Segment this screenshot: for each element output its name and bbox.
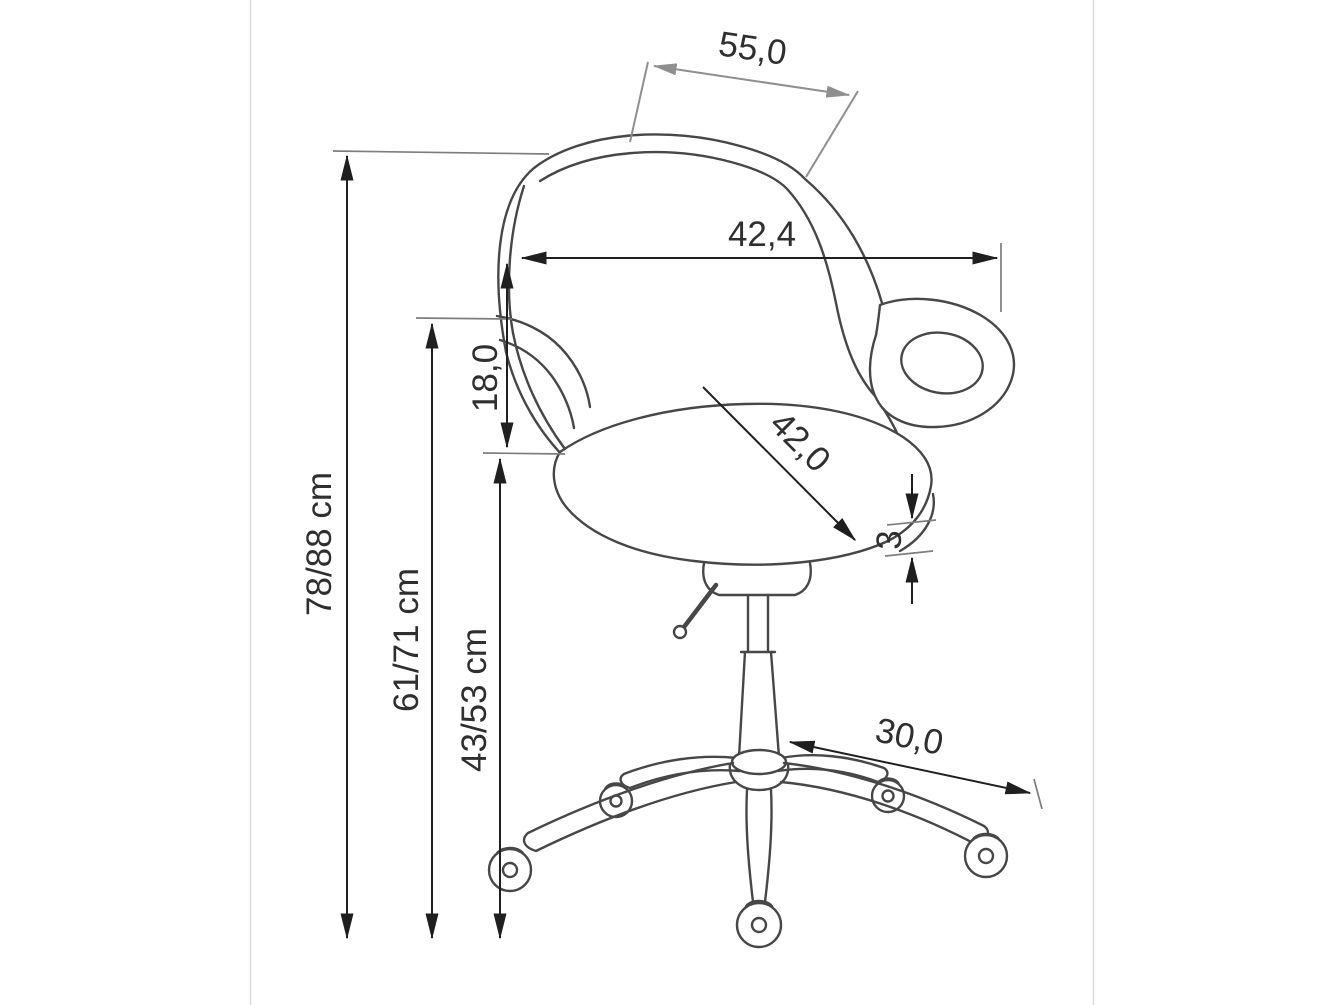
left-armrest <box>495 314 592 430</box>
dim-backrest-top-depth-arrow <box>652 63 851 98</box>
ext-top-depth-left <box>629 61 649 143</box>
ext-overall-height-top <box>332 150 550 155</box>
dim-label-seat-height: 43/53 cm <box>455 628 494 772</box>
front-leg <box>745 788 773 904</box>
dim-label-backrest-top-depth: 55,0 <box>716 24 789 73</box>
extension-lines <box>332 61 1043 810</box>
left-armrest-bottom-curve <box>498 338 576 430</box>
ext-seat-thickness-bottom <box>884 550 934 557</box>
tilt-lever <box>681 582 719 630</box>
dim-seat-depth-arrow <box>702 386 857 542</box>
left-leg <box>522 761 738 853</box>
ext-top-depth-right <box>805 90 859 178</box>
ext-armrest-height-top <box>415 317 513 320</box>
ext-seat-thickness-top <box>886 519 937 526</box>
tilt-lever-knob <box>672 624 688 640</box>
right-armrest-inner-opening <box>900 331 984 395</box>
rear-left-caster <box>598 782 634 819</box>
right-caster-hub <box>977 847 995 865</box>
backrest-left-lower-edge <box>511 331 567 451</box>
dim-seat-thickness: 3 <box>870 474 919 604</box>
dim-label-overall-height: 78/88 cm <box>300 472 339 616</box>
right-caster <box>963 832 1009 879</box>
backrest-left-inner-edge <box>507 184 526 335</box>
dim-label-backrest-to-seat: 18,0 <box>466 344 505 412</box>
dim-seat-height: 43/53 cm <box>455 457 507 940</box>
backrest-inner-edge <box>538 150 877 398</box>
dim-overall-height: 78/88 cm <box>300 154 354 940</box>
rear-right-caster-hub <box>881 789 895 803</box>
base-hub-top <box>730 748 788 776</box>
dim-label-backrest-width: 42,4 <box>728 215 796 254</box>
dim-backrest-width: 42,4 <box>520 215 999 265</box>
front-caster-hub <box>750 916 768 934</box>
seat-front-lower-edge <box>898 492 935 553</box>
backrest-outer-edge <box>497 133 884 354</box>
seat-mechanism <box>672 561 812 640</box>
right-armrest <box>868 297 1016 429</box>
left-caster <box>487 846 533 893</box>
dim-armrest-height: 61/71 cm <box>387 322 439 940</box>
base-star <box>487 748 1009 949</box>
mechanism-bracket <box>702 561 812 597</box>
chair-drawing <box>487 133 1016 949</box>
dim-label-base-leg-length: 30,0 <box>872 711 947 763</box>
right-leg <box>779 761 990 847</box>
page-frame <box>249 0 1095 1005</box>
dim-label-armrest-height: 61/71 cm <box>387 568 426 712</box>
left-caster-hub <box>501 861 519 879</box>
dim-base-leg-length-arrow <box>788 740 1032 795</box>
dim-backrest-to-seat: 18,0 <box>466 262 514 449</box>
front-caster <box>735 899 783 949</box>
gas-lift-cylinder-left <box>737 650 747 759</box>
left-armrest-top-curve <box>495 314 592 409</box>
dim-backrest-top-depth: 55,0 <box>652 24 851 98</box>
ext-seat-height-top <box>482 452 566 455</box>
dim-label-seat-thickness: 3 <box>870 530 909 549</box>
gas-lift <box>737 593 781 759</box>
dim-base-leg-length: 30,0 <box>788 711 1032 795</box>
ext-base-leg-end <box>1033 778 1043 810</box>
gas-lift-cylinder-right <box>769 650 781 759</box>
base-hub-bottom <box>728 762 790 792</box>
